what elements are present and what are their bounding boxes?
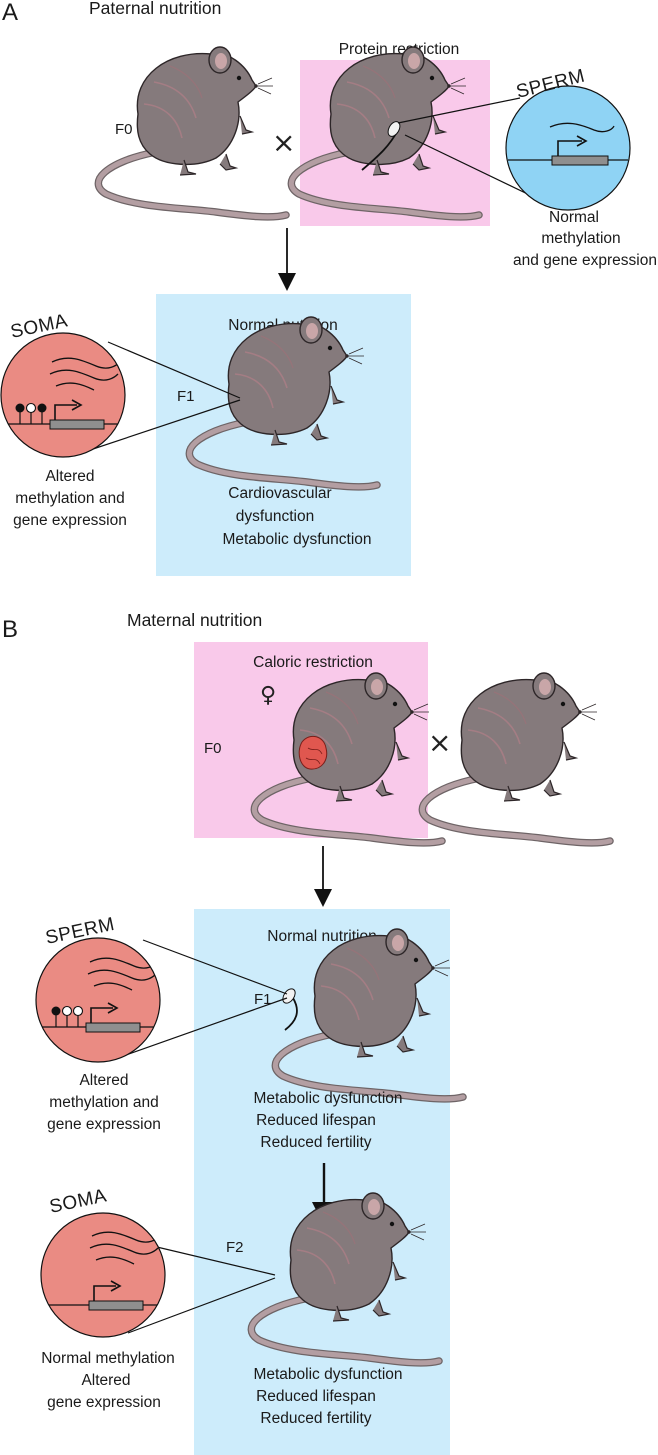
- testis-icon: [282, 988, 298, 1031]
- callout-line: [142, 939, 288, 995]
- soma-caption-line: Normal methylation: [41, 1350, 175, 1367]
- callout-line: [404, 134, 541, 201]
- callout-line: [397, 97, 521, 124]
- gene-promoter-icon: [88, 1280, 144, 1311]
- sperm-circle: [505, 85, 631, 211]
- soma-caption-line: gene expression: [47, 1394, 161, 1411]
- phenotype-line: Metabolic dysfunction: [253, 1366, 402, 1383]
- generation-label-f1: F1: [177, 388, 195, 405]
- callout-line: [89, 399, 241, 451]
- panel-a-title: Paternal nutrition: [89, 0, 221, 18]
- mrna-wave-icon: [549, 122, 615, 133]
- soma-circle: [40, 1212, 166, 1338]
- soma-caption-line: Altered: [45, 468, 94, 485]
- phenotype-line: dysfunction: [236, 508, 314, 525]
- sperm-circle: [35, 937, 161, 1063]
- callout-line: [107, 341, 241, 399]
- treatment-label: Caloric restriction: [253, 654, 373, 671]
- sperm-caption-line: Altered: [79, 1072, 128, 1089]
- phenotype-line: Metabolic dysfunction: [253, 1090, 402, 1107]
- panel-b-letter: B: [2, 616, 18, 643]
- gene-promoter-icon: [49, 399, 105, 430]
- gene-promoter-icon: [551, 135, 609, 166]
- generation-label-f2: F2: [226, 1239, 244, 1256]
- generation-label-f0: F0: [115, 121, 133, 138]
- testis-icon: [361, 121, 401, 171]
- panel-b-title: Maternal nutrition: [127, 610, 262, 630]
- cross-icon: ×: [428, 726, 451, 759]
- phenotype-line: Cardiovascular: [228, 485, 331, 502]
- callout-line: [127, 1277, 276, 1334]
- female-symbol-icon: ♀: [260, 683, 276, 708]
- sperm-caption-line: Normal: [549, 209, 599, 226]
- methylation-lollipop-icon: [51, 1005, 84, 1027]
- phenotype-line: Reduced lifespan: [256, 1112, 376, 1129]
- sperm-caption-line: gene expression: [47, 1116, 161, 1133]
- phenotype-line: Reduced lifespan: [256, 1388, 376, 1405]
- mrna-wave-icon: [49, 357, 121, 391]
- treatment-label: Protein restriction: [339, 41, 460, 58]
- soma-caption-line: Altered: [81, 1372, 130, 1389]
- cross-icon: ×: [272, 126, 295, 159]
- phenotype-line: Reduced fertility: [260, 1410, 371, 1427]
- soma-caption-line: gene expression: [13, 512, 127, 529]
- sperm-caption-line: methylation: [541, 230, 620, 247]
- gene-promoter-icon: [85, 1002, 141, 1033]
- sperm-caption-line: methylation and: [49, 1094, 158, 1111]
- soma-circle: [0, 332, 126, 458]
- methylation-lollipop-icon: [15, 402, 47, 424]
- panel-a-letter: A: [2, 0, 18, 26]
- callout-line: [139, 1242, 276, 1276]
- phenotype-line: Metabolic dysfunction: [222, 531, 371, 548]
- generation-label-f1: F1: [254, 991, 272, 1008]
- phenotype-line: Reduced fertility: [260, 1134, 371, 1151]
- sperm-caption-line: and gene expression: [513, 252, 657, 269]
- placenta-icon: [298, 735, 328, 770]
- callout-line: [122, 997, 288, 1057]
- generation-label-f0: F0: [204, 740, 222, 757]
- soma-caption-line: methylation and: [15, 490, 124, 507]
